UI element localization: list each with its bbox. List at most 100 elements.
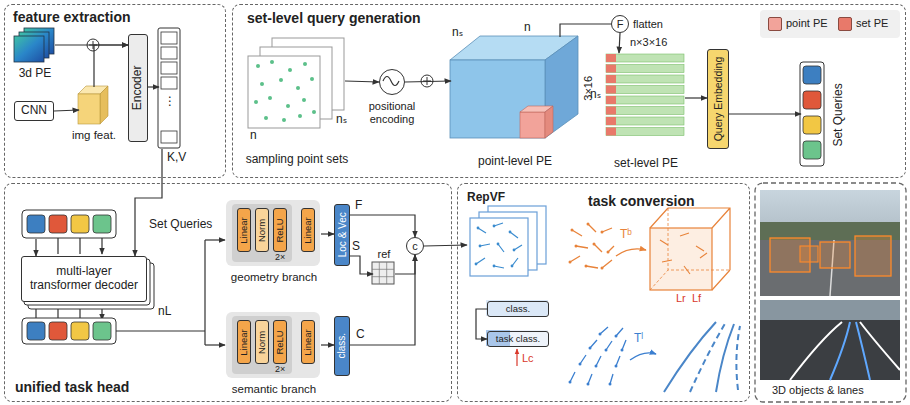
dimension-label: nₛ [590,88,601,102]
point-set-stack [288,68,292,72]
box-vectors [607,251,610,254]
box-vectors [601,231,604,234]
query-row [49,215,67,233]
query-column [803,91,821,109]
output-query-row [71,322,89,340]
node-text: Set Queries [149,218,212,232]
branch-panel [226,200,320,266]
box-vectors [569,223,610,270]
feature-block [100,86,108,124]
loss-label: Lr [676,292,686,305]
query-column [800,62,824,166]
repvf-stack [493,265,496,268]
set-pe-bars [606,107,684,115]
class-bar: task class. [487,331,549,347]
connector [345,81,379,82]
set-pe-bars [606,117,616,125]
node-text: 3d PE [19,67,52,81]
pe-image-stack [14,28,54,62]
box-cube [660,233,707,274]
repeat-label: 2× [275,364,285,374]
set-pe-bars [606,107,616,115]
set-pe-bars [606,54,684,136]
signal-label: F [355,199,362,213]
token-cells [161,77,177,89]
token-cells [158,28,180,148]
connector [685,97,707,98]
class-bar-fill [516,349,517,366]
query-column [800,62,824,166]
lane-vectors [569,381,572,384]
loss-label: Lf [692,292,701,305]
point-set-stack [270,60,274,64]
pe-image-stack [14,36,44,62]
point-set-stack [248,56,320,128]
query-row [71,215,89,233]
query-column: Set Queries [801,63,825,167]
point-sets: sampling point sets [249,39,345,129]
repvf-stack [493,225,496,228]
node-text: task class. [488,334,548,345]
connector [405,81,451,82]
dimension-label: n [524,21,531,35]
query-column [803,116,821,134]
panel: unified task headSet Queriesmulti-layer … [4,183,452,402]
query-column [803,141,821,159]
box-vectors [587,223,590,226]
pe-image: 3d PE [15,29,55,63]
photo-panel [830,322,850,380]
legend-swatch [768,17,782,31]
node-text: CNN [15,104,53,118]
point-set-stack [312,110,316,114]
point-set-stack [296,86,300,90]
repvf-stack [475,225,516,268]
set-pe-bars [606,54,616,62]
connector [94,45,128,87]
token-cells [158,28,180,148]
lane-vectors [630,353,656,360]
node-text: Linear [239,217,250,243]
reference-grid [372,262,394,284]
connector [321,344,334,345]
node-text: RepVF [467,191,505,205]
legend-text: set PE [856,17,888,30]
token-cells [161,47,177,59]
box-vectors [593,243,596,246]
node-text: flatten [633,18,663,31]
lane-curves [690,322,726,392]
connector [148,86,159,87]
node-text: geometry branch [231,271,317,284]
point-set-stack [310,77,314,81]
output-query-row [49,322,67,340]
lane-vectors [621,349,624,352]
set-pe-bars [606,117,684,125]
split-wire [205,239,225,240]
panel: feature extraction3d PECNNimg feat.Encod… [4,4,226,178]
box-vectors [601,267,604,270]
photo-panel [860,322,900,370]
point-set-stack [286,104,290,108]
class-bar-fill [486,300,548,316]
pe-tensor-block [545,36,578,138]
reference-grid [372,262,394,284]
repvf-stack [479,245,482,248]
node-text: Linear [239,329,250,355]
loss-label: Lc [522,352,534,365]
repvf-stack [470,218,528,276]
query-row [27,215,45,233]
connector [35,239,36,256]
photo-panel [760,300,900,380]
lane-vectors [615,365,618,368]
decoder-box: multi-layer transformer decoder [21,256,147,302]
box-vectors [569,261,572,264]
node-text: sampling point sets [246,153,349,167]
photo-panel [800,246,818,262]
connector [54,110,79,111]
node-text: Linear [303,217,314,243]
cnn-box: CNN [14,101,54,121]
norm-layer: Norm [255,208,269,252]
point-set-stack [282,118,286,122]
linear-layer: Linear [301,320,315,364]
legend-swatch [838,17,852,31]
box-vectors [570,224,614,268]
